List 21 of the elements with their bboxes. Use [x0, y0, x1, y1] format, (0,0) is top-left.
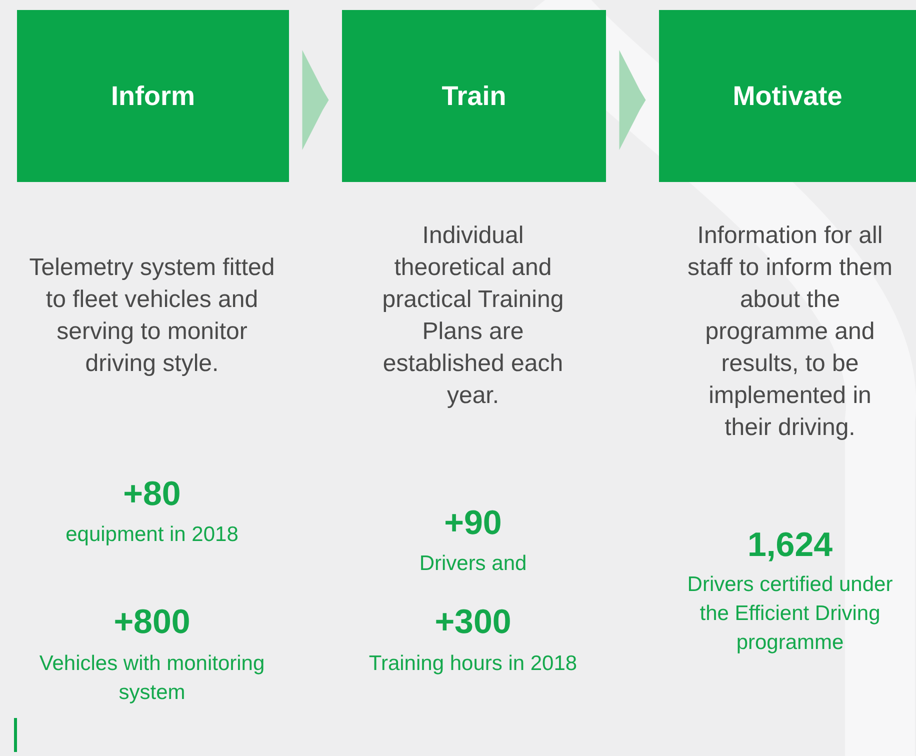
stat-description: Drivers and — [418, 551, 528, 577]
stat-description: Vehicles with monitoring system — [38, 651, 266, 706]
stat-number: +800 — [112, 603, 192, 641]
stage-description: Information for all staff to inform them about the programme and results, to be implemented in their driving. — [686, 221, 894, 443]
stat-description: equipment in 2018 — [64, 522, 240, 548]
stat-number: +90 — [443, 504, 503, 542]
stat-number: 1,624 — [746, 526, 834, 564]
stat-number: +300 — [434, 603, 512, 641]
stage-box — [17, 10, 289, 182]
stage-title: Motivate — [732, 80, 842, 112]
stage-box — [659, 10, 916, 182]
chevron-arrow — [619, 50, 646, 150]
stat-number: +80 — [122, 475, 182, 513]
stat-description: Drivers certified under the Efficient Driving programme — [686, 572, 894, 656]
stage-title: Train — [442, 80, 506, 112]
stage-title: Inform — [111, 80, 195, 112]
stage-description: Individual theoretical and practical Training Plans are established each year. — [381, 221, 565, 411]
stat-description: Training hours in 2018 — [368, 651, 578, 677]
stage-description: Telemetry system fitted to fleet vehicles and serving to monitor driving style. — [28, 253, 276, 379]
stage-box — [342, 10, 606, 182]
chevron-arrow — [302, 50, 329, 150]
